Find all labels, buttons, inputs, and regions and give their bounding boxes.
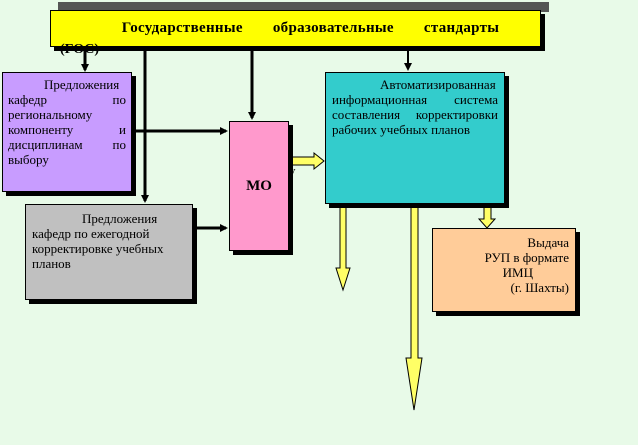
rup-line-3: ИМЦ: [502, 265, 533, 280]
header-abbr: (ГОС): [60, 42, 100, 57]
ais-box: Автоматизированная информационная систем…: [325, 72, 505, 204]
header-gos-box: Государственные образовательные стандарт…: [50, 10, 541, 47]
rup-line-2: РУП в формате: [484, 250, 569, 265]
arrow-mo-to-ais: [289, 151, 325, 171]
regional-proposals-box: Предложения кафедр по региональному комп…: [2, 72, 132, 192]
mo-label: МО: [246, 177, 272, 194]
arrow-ais-to-rup: [477, 204, 497, 229]
rup-output-box: Выдача РУП в формате ИМЦ (г. Шахты): [432, 228, 576, 312]
rup-line-4: (г. Шахты): [510, 280, 570, 295]
mo-box: МО: [229, 121, 289, 251]
header-title: Государственные образовательные стандарт…: [121, 20, 500, 36]
arrow-ais-down-long: [405, 204, 423, 411]
ais-text: Автоматизированная информационная систем…: [332, 77, 498, 137]
stray-letter: у: [289, 163, 296, 178]
arrow-ais-down-left: [335, 204, 351, 292]
annual-proposals-text: Предложения кафедр по ежегодной корректи…: [32, 211, 164, 271]
regional-proposals-text: Предложения кафедр по региональному комп…: [8, 77, 126, 167]
header-shadow: [58, 2, 549, 12]
annual-proposals-box: Предложения кафедр по ежегодной корректи…: [25, 204, 193, 300]
rup-line-1: Выдача: [527, 235, 569, 250]
